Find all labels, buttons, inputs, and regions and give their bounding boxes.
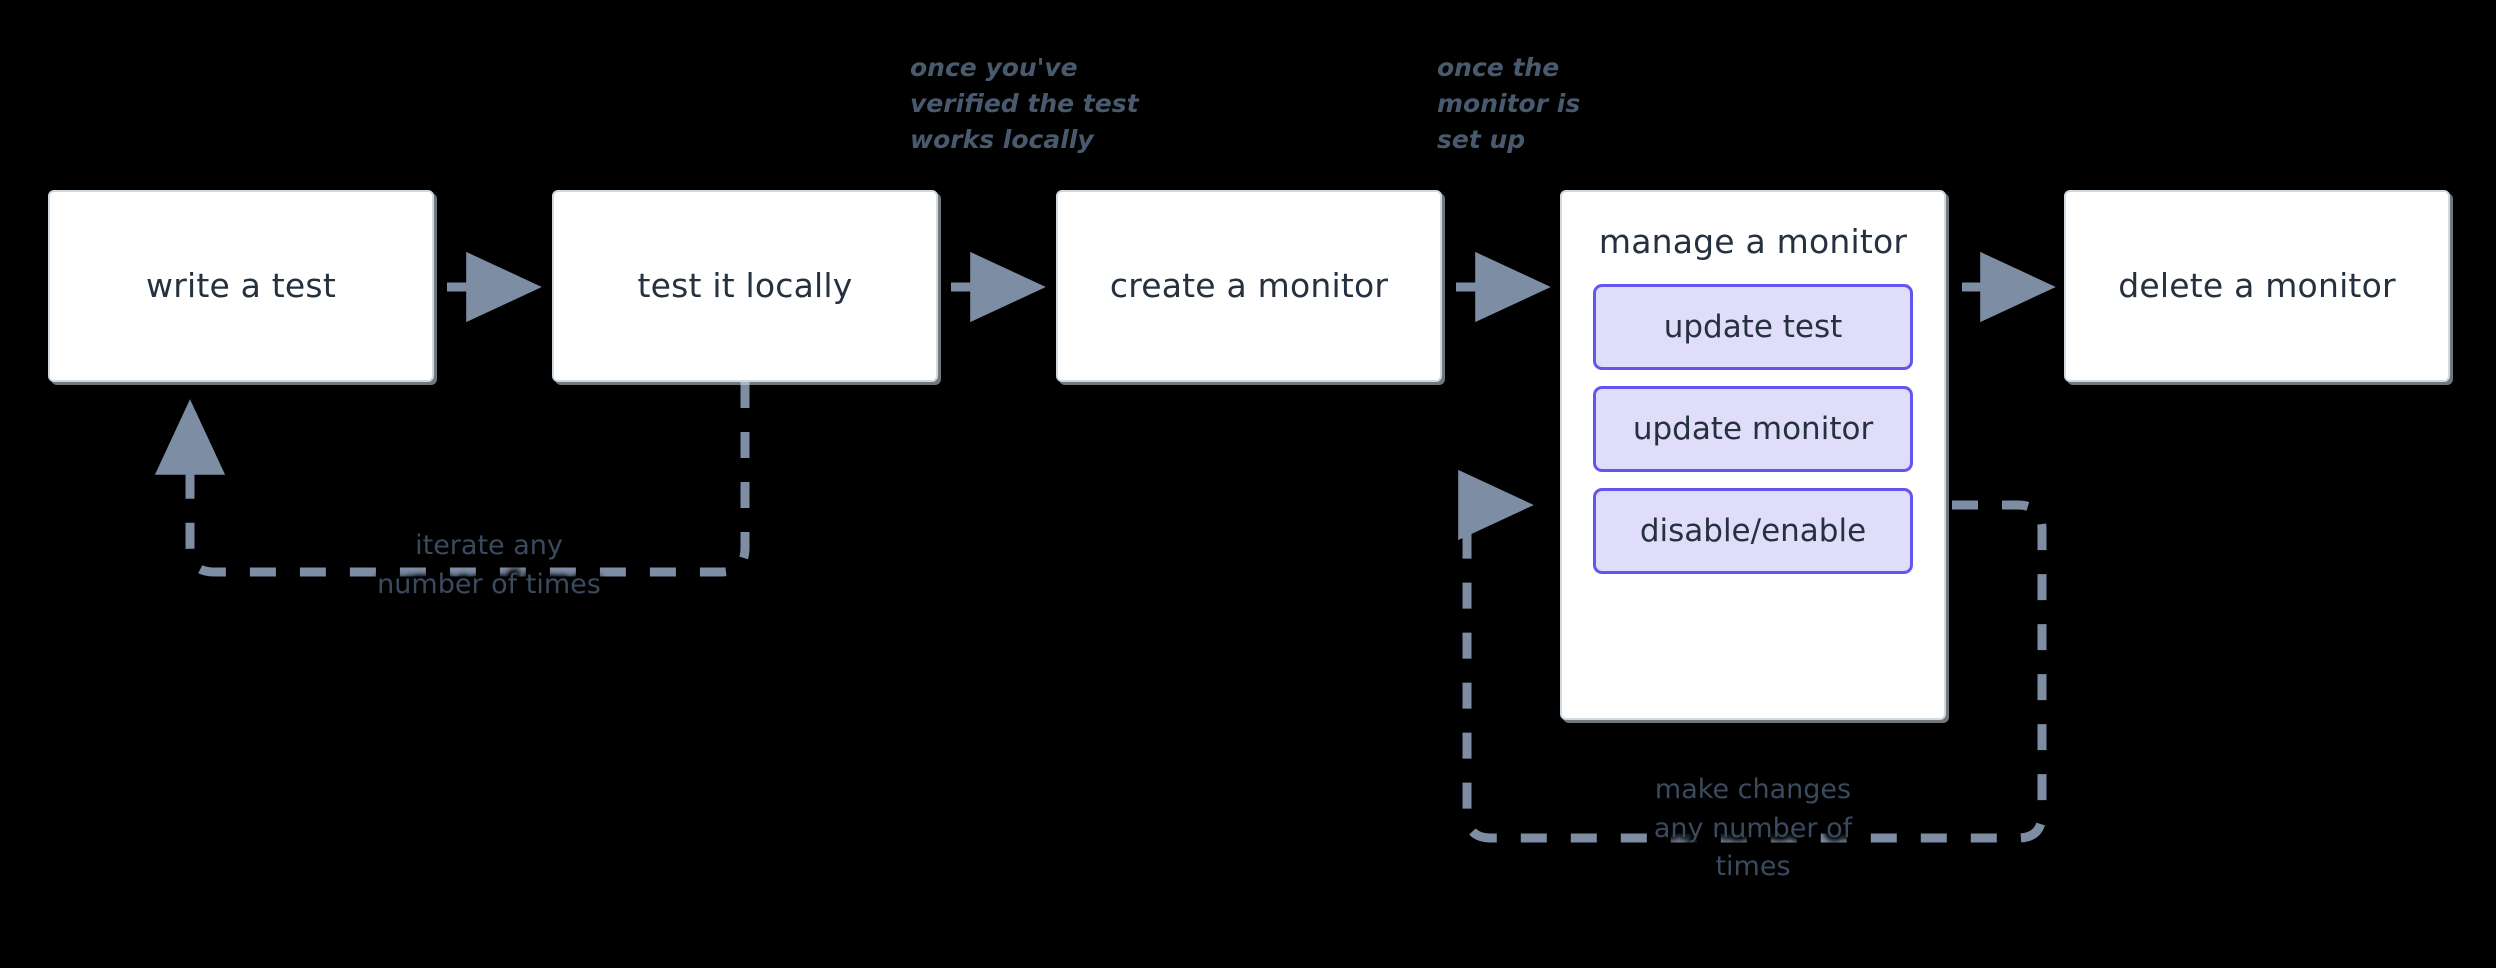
node-delete-a-monitor[interactable]: delete a monitor	[2064, 190, 2450, 382]
subnode-update-monitor[interactable]: update monitor	[1593, 385, 1913, 472]
node-manage-a-monitor-label: manage a monitor	[1598, 222, 1908, 261]
subnode-update-monitor-label: update monitor	[1632, 410, 1874, 447]
node-test-it-locally-label: test it locally	[637, 266, 853, 306]
node-manage-a-monitor[interactable]: manage a monitor update test update moni…	[1560, 190, 1946, 720]
annotation-monitor-set-up: once the monitor is set up	[1437, 53, 1581, 154]
edge-label-iterate-loop: iterate any number of times	[377, 530, 601, 600]
subnode-update-test[interactable]: update test	[1593, 283, 1913, 370]
subnode-update-test-label: update test	[1663, 308, 1843, 345]
annotation-verified-locally: once you've verified the test works loca…	[910, 53, 1139, 154]
node-test-it-locally[interactable]: test it locally	[552, 190, 938, 382]
node-delete-a-monitor-label: delete a monitor	[2118, 266, 2396, 306]
node-create-a-monitor[interactable]: create a monitor	[1056, 190, 1442, 382]
edge-label-make-changes-loop: make changes any number of times	[1653, 774, 1853, 883]
node-create-a-monitor-label: create a monitor	[1109, 266, 1389, 306]
node-write-a-test[interactable]: write a test	[48, 190, 434, 382]
subnode-disable-enable[interactable]: disable/enable	[1593, 487, 1913, 574]
node-write-a-test-label: write a test	[146, 266, 336, 306]
subnode-disable-enable-label: disable/enable	[1639, 512, 1867, 549]
